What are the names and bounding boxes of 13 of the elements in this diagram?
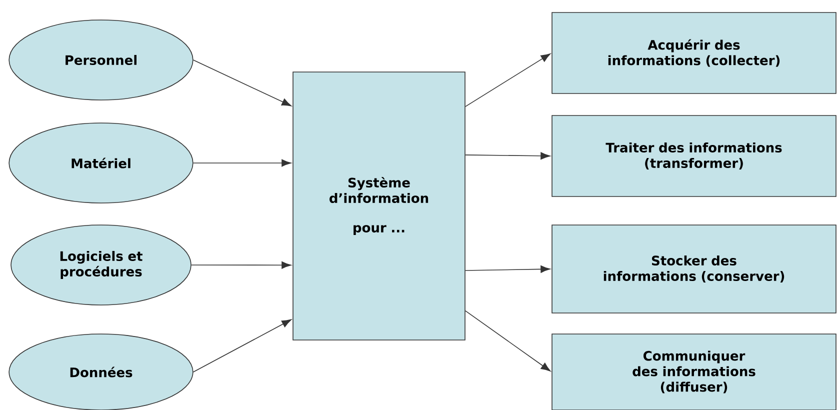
function-box: Stocker des informations (conserver) [552,224,836,314]
arrow [192,159,292,167]
arrow [465,265,550,273]
arrow [465,54,551,107]
function-box: Communiquer des informations (diffuser) [552,334,836,410]
system-box: Système d’information pour ... [292,72,466,340]
arrow [465,152,550,160]
function-box: Traiter des informations (transformer) [552,115,836,197]
arrow [191,261,292,269]
arrow [192,319,292,372]
arrow [465,310,551,372]
arrow [192,60,292,106]
function-box: Acquérir des informations (collecter) [552,12,836,94]
